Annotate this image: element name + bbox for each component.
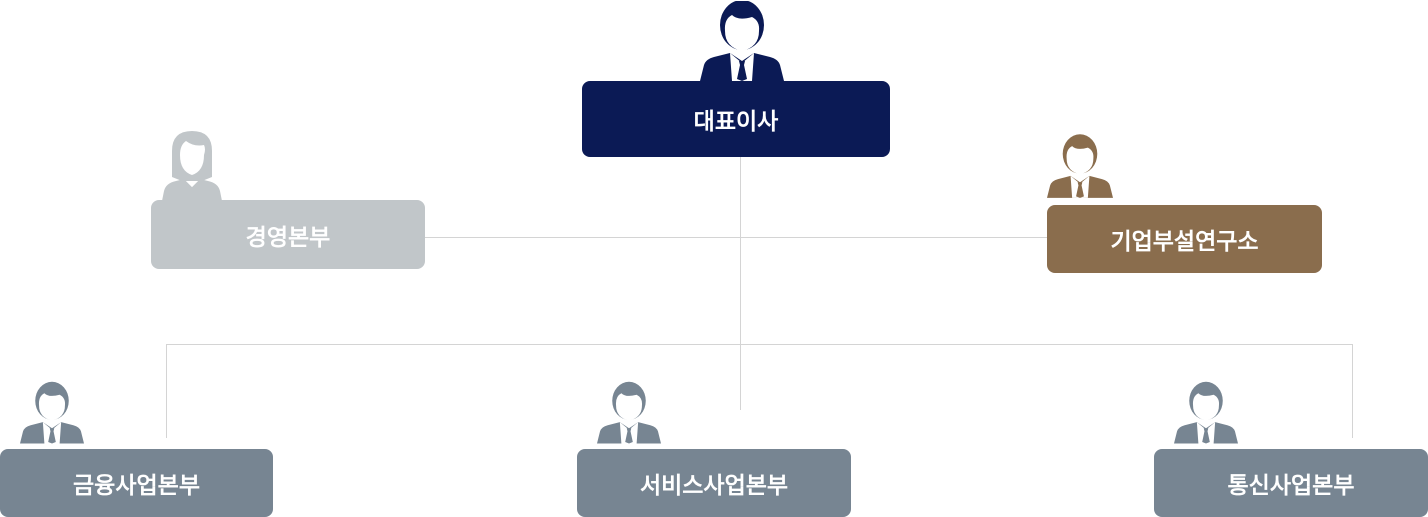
ceo-label: 대표이사 — [693, 109, 779, 135]
connector-divisions-horizontal — [166, 344, 1353, 345]
management-person-icon — [162, 129, 222, 201]
finance-division-label: 금융사업본부 — [73, 473, 200, 499]
ceo-person-icon — [700, 1, 784, 81]
research-label: 기업부설연구소 — [1110, 229, 1259, 255]
connector-ceo-vertical — [740, 157, 741, 410]
management-label: 경영본부 — [245, 224, 331, 251]
connector-division-left — [166, 344, 167, 438]
research-person-icon — [1047, 127, 1113, 206]
connector-staff-horizontal — [425, 237, 1047, 238]
finance-person-icon — [20, 376, 84, 450]
telecom-division-label: 통신사업본부 — [1227, 473, 1355, 499]
management-box: 경영본부 — [151, 200, 425, 269]
connector-division-right — [1352, 344, 1353, 438]
telecom-person-icon — [1174, 376, 1238, 450]
finance-division-box: 금융사업본부 — [0, 449, 273, 517]
ceo-box: 대표이사 — [582, 81, 890, 157]
service-person-icon — [597, 376, 661, 450]
telecom-division-box: 통신사업본부 — [1154, 449, 1428, 517]
service-division-box: 서비스사업본부 — [577, 449, 851, 517]
research-box: 기업부설연구소 — [1047, 205, 1322, 273]
service-division-label: 서비스사업본부 — [639, 473, 789, 499]
